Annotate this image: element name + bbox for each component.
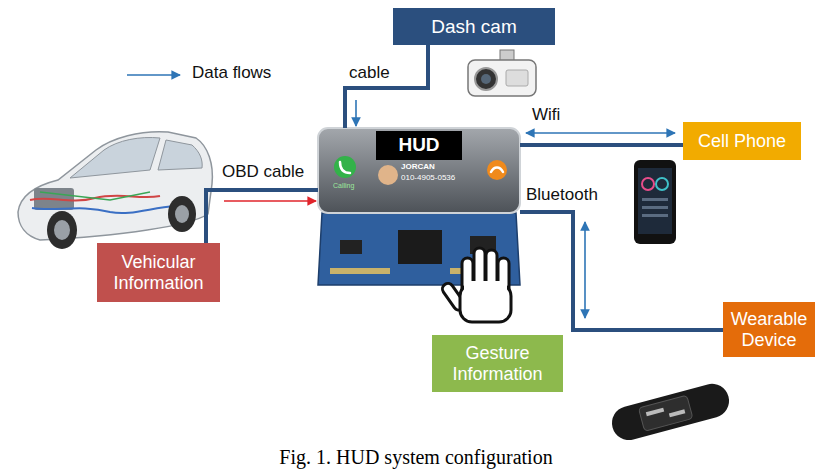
band: [608, 380, 733, 444]
connector: [520, 133, 683, 145]
link-label: cable: [349, 64, 390, 83]
call-icon: [334, 156, 356, 178]
connector: [345, 45, 428, 128]
cam-body: [468, 60, 536, 96]
dash-cam-illustration: [468, 50, 536, 96]
data-flow-arrow: [526, 132, 675, 134]
chip: [340, 240, 362, 254]
car-window: [158, 140, 202, 170]
wearable-illustration: [608, 380, 733, 444]
connector-pin: [330, 268, 390, 274]
car-wheel-hub: [54, 220, 70, 240]
phone-screen: [638, 168, 672, 234]
band-readout: [646, 408, 664, 417]
device-title: HUD: [376, 131, 461, 160]
hud-device: HUD: [318, 128, 520, 285]
car-wheel: [47, 211, 77, 249]
hud-screen: [318, 128, 520, 213]
phone-widget: [642, 178, 654, 190]
legend-sample: [127, 75, 180, 76]
palm-cover: [464, 281, 507, 290]
device-label: Dash cam: [393, 8, 555, 45]
node-text: Dash cam: [431, 16, 517, 38]
device-label: Wearable Device: [723, 302, 815, 357]
car-wire: [40, 192, 150, 200]
car-wheel: [168, 196, 196, 232]
legend-arrow: [127, 74, 180, 76]
hand-icon: [440, 248, 511, 322]
node-text: Vehicular Information: [103, 252, 214, 293]
cam-panel: [506, 70, 528, 86]
cable-line: [206, 190, 318, 243]
info-label: Vehicular Information: [97, 243, 220, 302]
band-readout: [669, 409, 685, 417]
phone-glyph: [340, 162, 350, 173]
phone-glyph: [491, 168, 503, 173]
screen-text: 010-4905-0536: [401, 174, 455, 183]
data-flow-arrow: [584, 222, 586, 318]
screen-text: JORCAN: [401, 163, 435, 172]
phone-illustration: [634, 160, 676, 244]
node-text: Gesture Information: [438, 343, 557, 384]
chip: [398, 230, 442, 264]
car-body: [18, 132, 212, 240]
cable-line: [520, 143, 683, 147]
car-wire: [32, 206, 175, 213]
link-label: OBD cable: [222, 163, 304, 182]
node-text: Wearable Device: [729, 309, 809, 350]
cam-lens: [475, 68, 497, 90]
connector: [520, 212, 723, 330]
phone-row: [642, 206, 668, 209]
data-flow-arrow: [224, 200, 316, 202]
cable-line: [520, 212, 723, 330]
data-flow-arrow: [355, 100, 357, 126]
cable-line: [345, 45, 428, 128]
link-label: Wifi: [532, 106, 560, 125]
figure-caption: Fig. 1. HUD system configuration: [0, 446, 832, 468]
phone-row: [642, 198, 668, 201]
hangup-icon: [487, 160, 507, 180]
cam-lens-inner: [481, 74, 491, 84]
phone-row: [642, 214, 668, 217]
car-illustration: [18, 132, 212, 249]
node-text: Cell Phone: [698, 131, 786, 152]
avatar: [378, 165, 398, 185]
info-label: Gesture Information: [432, 335, 563, 392]
car-window: [70, 138, 160, 179]
phone-body: [634, 160, 676, 244]
device-label: Cell Phone: [683, 122, 801, 160]
band-screen: [638, 395, 693, 431]
legend-text: Data flows: [192, 64, 271, 83]
link-label: Bluetooth: [526, 186, 598, 205]
screen-text: Calling: [333, 182, 354, 190]
connector: [206, 190, 318, 243]
car-wheel-hub: [175, 205, 189, 223]
phone-widget: [656, 178, 668, 190]
